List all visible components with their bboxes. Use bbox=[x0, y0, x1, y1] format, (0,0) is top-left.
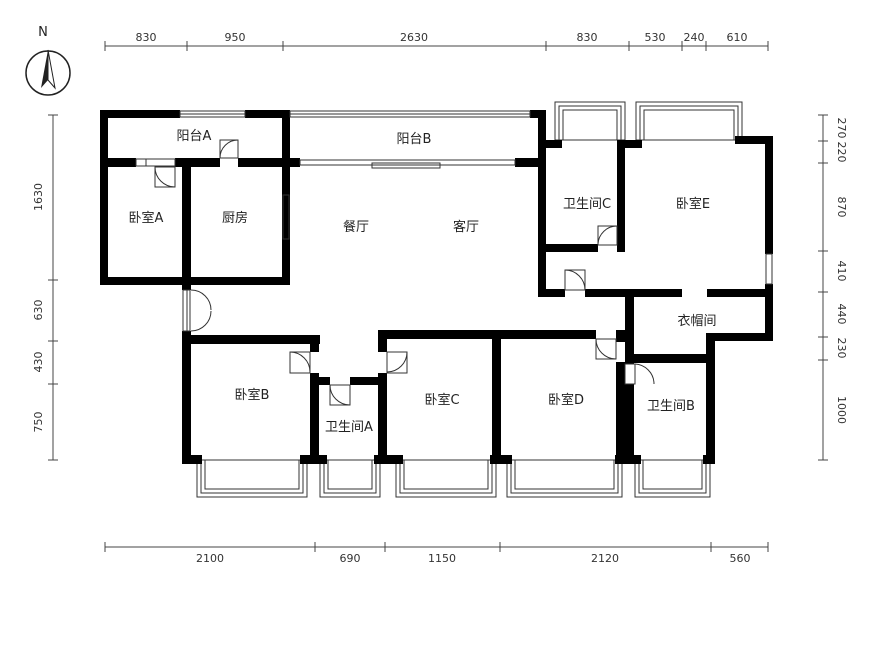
dimension-labels-bottom: 2100 690 1150 2120 560 bbox=[196, 552, 751, 565]
dim-bottom: 1150 bbox=[428, 552, 456, 565]
room-bedroom-b: 卧室B bbox=[235, 387, 270, 403]
room-living: 客厅 bbox=[453, 219, 479, 235]
dim-top: 2630 bbox=[400, 31, 428, 44]
dimension-labels-right: 270 220 870 410 440 230 1000 bbox=[835, 118, 848, 425]
dim-right: 1000 bbox=[835, 396, 848, 424]
bay-windows bbox=[196, 101, 743, 498]
room-bedroom-e: 卧室E bbox=[676, 196, 710, 212]
doors bbox=[154, 139, 655, 406]
dim-top: 530 bbox=[645, 31, 666, 44]
north-arrow-icon bbox=[41, 50, 48, 88]
room-bath-a: 卫生间A bbox=[325, 420, 373, 435]
dimension-labels-left: 1630 630 430 750 bbox=[32, 183, 45, 433]
room-bath-c: 卫生间C bbox=[563, 197, 611, 212]
room-bedroom-a: 卧室A bbox=[129, 210, 164, 226]
dim-right: 220 bbox=[835, 142, 848, 163]
windows bbox=[135, 110, 773, 332]
dim-bottom: 2100 bbox=[196, 552, 224, 565]
dim-right: 410 bbox=[835, 261, 848, 282]
room-dining: 餐厅 bbox=[343, 219, 369, 235]
dim-left: 1630 bbox=[32, 183, 45, 211]
room-balcony-a: 阳台A bbox=[177, 129, 212, 144]
north-compass: N bbox=[25, 25, 71, 96]
dimension-labels-top: 830 950 2630 830 530 240 610 bbox=[136, 31, 748, 44]
dim-left: 630 bbox=[32, 300, 45, 321]
dim-bottom: 2120 bbox=[591, 552, 619, 565]
room-balcony-b: 阳台B bbox=[397, 132, 432, 147]
room-bedroom-d: 卧室D bbox=[548, 392, 584, 408]
room-closet: 衣帽间 bbox=[677, 313, 716, 329]
dimension-lines bbox=[48, 41, 828, 552]
dim-left: 750 bbox=[32, 412, 45, 433]
dim-bottom: 690 bbox=[340, 552, 361, 565]
dim-right: 270 bbox=[835, 118, 848, 139]
room-labels: 阳台A 阳台B 卧室A 厨房 餐厅 客厅 卫生间C 卧室E 衣帽间 卧室B 卫生… bbox=[129, 129, 717, 435]
dim-right: 230 bbox=[835, 338, 848, 359]
dim-top: 610 bbox=[727, 31, 748, 44]
room-kitchen: 厨房 bbox=[222, 210, 248, 226]
dim-top: 830 bbox=[136, 31, 157, 44]
dim-right: 870 bbox=[835, 197, 848, 218]
dim-right: 440 bbox=[835, 304, 848, 325]
room-bath-b: 卫生间B bbox=[647, 399, 695, 414]
dim-bottom: 560 bbox=[730, 552, 751, 565]
room-bedroom-c: 卧室C bbox=[424, 392, 459, 408]
north-label: N bbox=[38, 25, 48, 40]
dim-top: 240 bbox=[684, 31, 705, 44]
dim-left: 430 bbox=[32, 352, 45, 373]
dim-top: 830 bbox=[577, 31, 598, 44]
walls bbox=[100, 110, 773, 464]
dim-top: 950 bbox=[225, 31, 246, 44]
